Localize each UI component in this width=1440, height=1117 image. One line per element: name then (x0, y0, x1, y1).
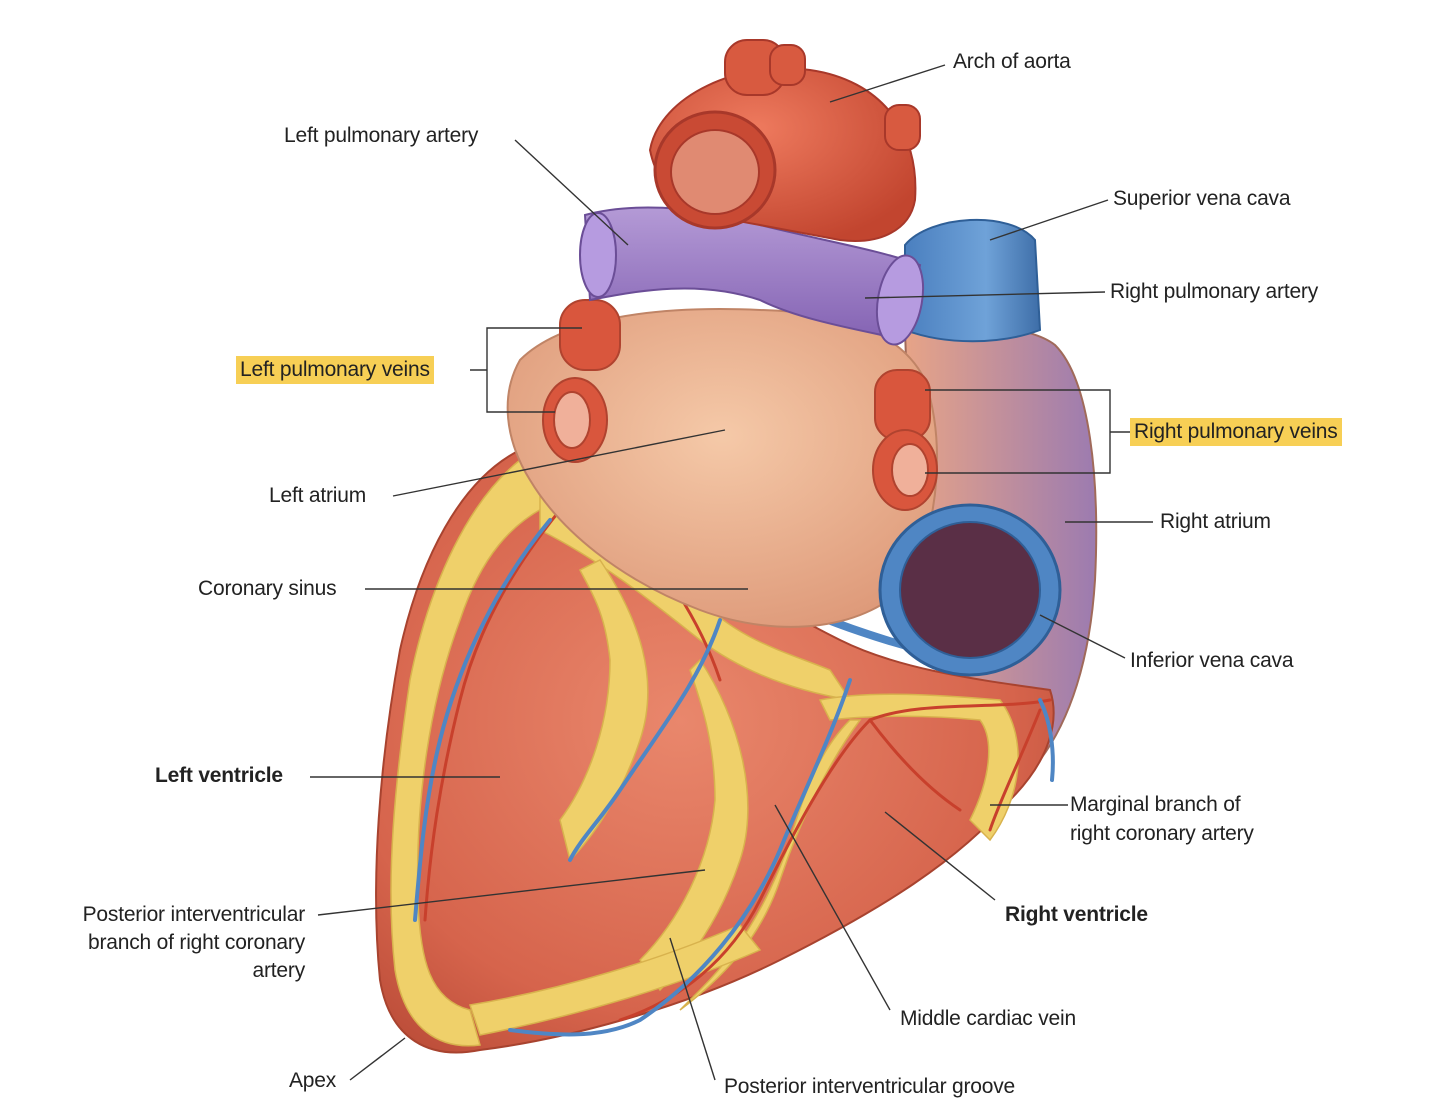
label-inferior-vena-cava: Inferior vena cava (1130, 649, 1294, 672)
cardiac-veins (413, 518, 1055, 1037)
label-left-ventricle: Left ventricle (155, 764, 283, 787)
label-marginal-branch-line1: Marginal branch of (1070, 793, 1241, 816)
label-right-pulmonary-veins: Right pulmonary veins (1130, 418, 1342, 446)
label-posterior-groove: Posterior interventricular groove (724, 1075, 1016, 1098)
label-apex: Apex (289, 1069, 337, 1092)
label-left-pulmonary-veins: Left pulmonary veins (236, 356, 434, 384)
label-left-atrium: Left atrium (269, 484, 367, 507)
label-superior-vena-cava: Superior vena cava (1113, 187, 1291, 210)
inferior-vena-cava (878, 503, 1062, 677)
label-posterior-branch-line1: Posterior interventricular (82, 903, 306, 926)
label-right-ventricle: Right ventricle (1005, 903, 1148, 926)
label-right-atrium: Right atrium (1160, 510, 1271, 533)
label-arch-of-aorta: Arch of aorta (953, 50, 1071, 73)
pulmonary-arteries (579, 206, 925, 346)
aortic-arch (648, 39, 921, 242)
right-pulmonary-veins (872, 369, 938, 511)
label-posterior-branch-line3: artery (252, 959, 306, 982)
left-pulmonary-veins (542, 299, 621, 463)
label-left-pulmonary-artery: Left pulmonary artery (284, 124, 479, 147)
label-right-pulmonary-artery: Right pulmonary artery (1110, 280, 1319, 303)
label-posterior-branch-line2: branch of right coronary (88, 931, 305, 954)
label-marginal-branch-line2: right coronary artery (1070, 822, 1254, 845)
leader-lines (310, 64, 1153, 1081)
superior-vena-cava (904, 218, 1042, 343)
label-middle-cardiac-vein: Middle cardiac vein (900, 1007, 1076, 1030)
label-coronary-sinus: Coronary sinus (198, 577, 337, 600)
